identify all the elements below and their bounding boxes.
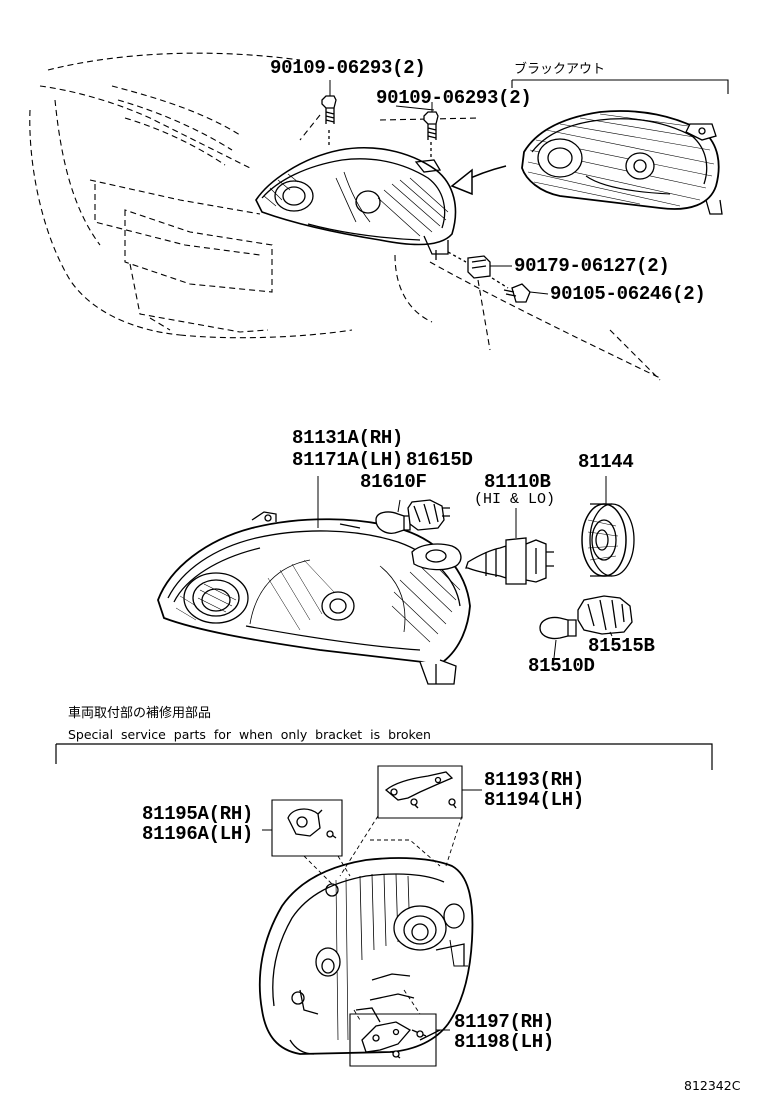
blackout-headlamp [522,111,722,214]
bracket-81193-box [378,766,482,818]
socket-81515b-icon [578,596,632,636]
callout-blackout: ブラックアウト [514,62,606,77]
service-parts-frame [56,744,712,770]
bulb-81510d-icon [540,617,576,658]
nut-icon [448,252,512,278]
callout-bracket-81197: 81197(RH) [454,1011,554,1033]
bracket-projection-lines [304,816,462,1020]
callout-bracket-81195a: 81195A(RH) [142,803,254,825]
callout-bracket-81194: 81194(LH) [484,789,584,811]
bolt-b-icon [424,102,438,160]
callout-bracket-81196a: 81196A(LH) [142,823,254,845]
bulb-81610f-icon [376,500,410,533]
callout-nut: 90179-06127(2) [514,255,670,277]
bolt-a-icon [322,80,336,148]
gasket-icon [412,544,461,570]
callout-screw: 90105-06246(2) [550,283,706,305]
callout-socket-81515b: 81515B [588,635,655,657]
service-parts-title-en: Special service parts for when only brac… [68,727,431,742]
callout-bulb-81110b-note: (HI & LO) [474,491,556,508]
bulb-81110b-icon [466,508,554,584]
headlamp-assembly [158,512,470,684]
installed-headlamp [256,148,455,260]
headlamp-rear-housing [260,858,473,1054]
callout-bolt-b: 90109-06293(2) [376,87,532,109]
callout-headlamp-lh: 81171A(LH) [292,449,404,471]
bracket-81197-box [350,1014,450,1066]
callout-bulb-81510d: 81510D [528,655,595,677]
screw-icon [492,278,548,302]
callout-socket-81615d: 81615D [406,449,473,471]
bracket-81195a-box [262,800,342,856]
replacement-arrow [452,166,506,194]
callout-cover-81144: 81144 [578,451,634,473]
top-leader-lines [396,106,434,110]
illustration-code: 812342C [684,1078,741,1093]
callout-bracket-81193: 81193(RH) [484,769,584,791]
cover-81144-icon [582,476,634,576]
callout-bolt-a: 90109-06293(2) [270,57,426,79]
service-parts-title-jp: 車両取付部の補修用部品 [68,706,212,721]
blackout-callout-bracket [512,80,728,94]
callout-bulb-81610f: 81610F [360,471,427,493]
callout-headlamp-rh: 81131A(RH) [292,427,404,449]
callout-bracket-81198: 81198(LH) [454,1031,554,1053]
car-front-bumper [30,53,660,380]
socket-81615d-icon [408,500,450,530]
callout-bulb-81110b: 81110B [484,471,551,493]
